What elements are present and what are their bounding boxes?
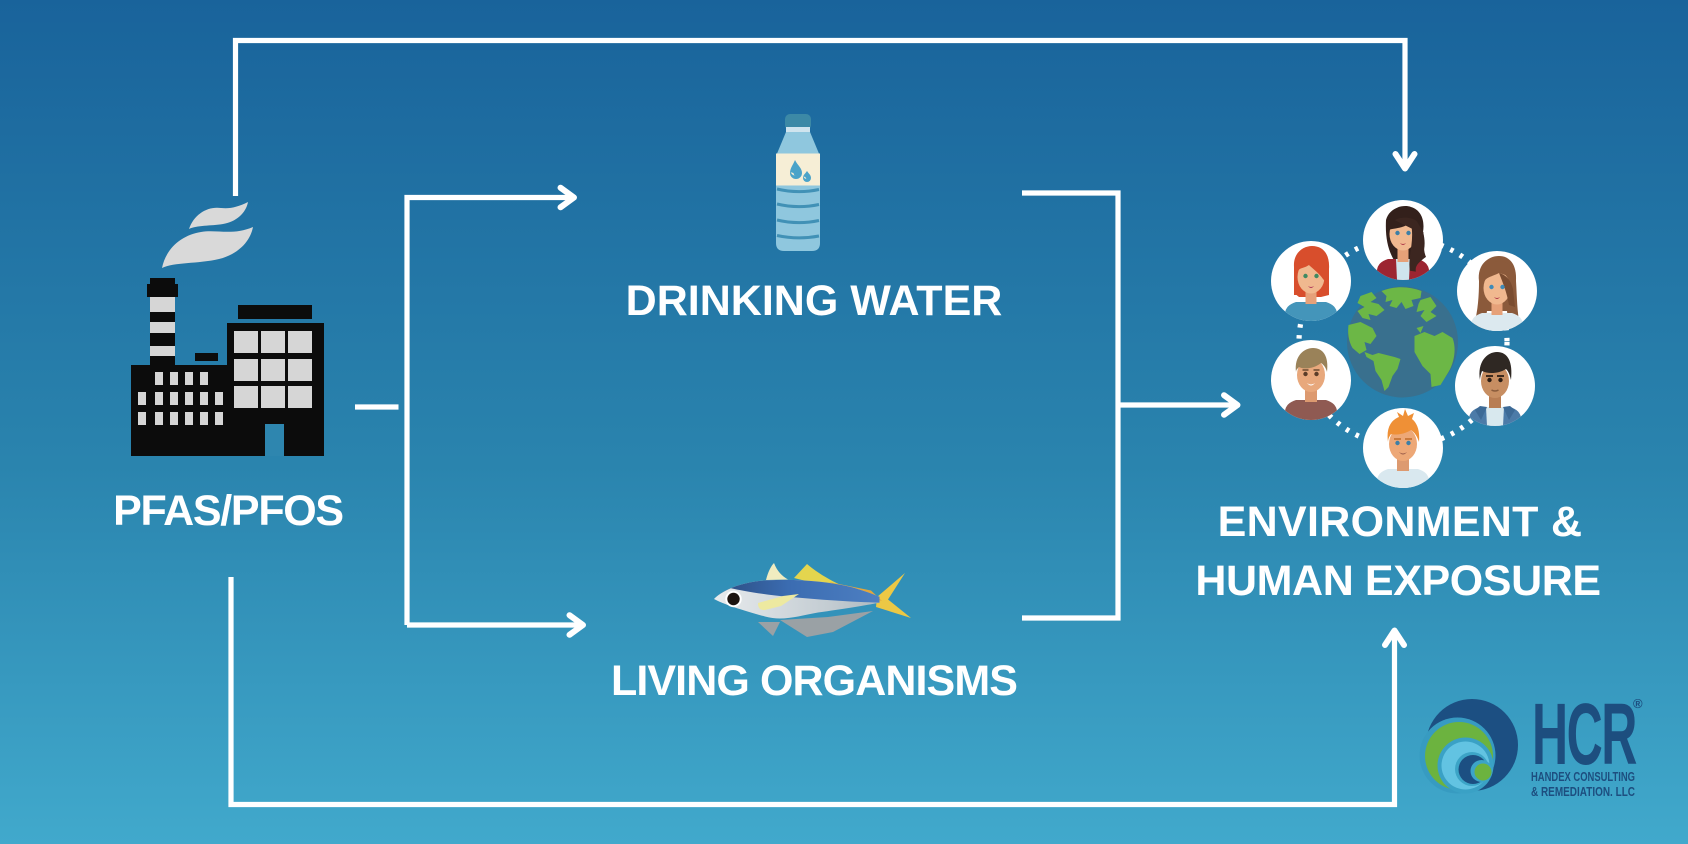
svg-text:HANDEX CONSULTING: HANDEX CONSULTING bbox=[1531, 770, 1635, 784]
svg-text:®: ® bbox=[1633, 696, 1643, 711]
svg-text:& REMEDIATION. LLC: & REMEDIATION. LLC bbox=[1531, 785, 1635, 799]
svg-text:HCR: HCR bbox=[1532, 686, 1636, 784]
